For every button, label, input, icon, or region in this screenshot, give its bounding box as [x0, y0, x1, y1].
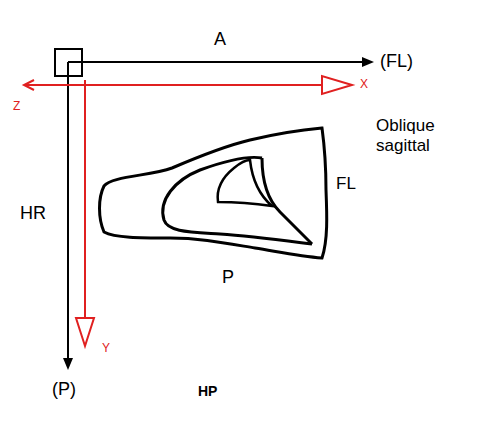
arrow-head	[76, 318, 94, 346]
text-label: Oblique sagittal	[376, 116, 466, 155]
inner-contour	[262, 158, 312, 244]
organ-outline	[100, 128, 327, 258]
arrow-head	[362, 57, 374, 67]
text-label: P	[222, 267, 234, 288]
axis-line	[67, 62, 69, 360]
text-label: FL	[336, 174, 356, 194]
inner-contour	[163, 157, 312, 244]
text-label: (P)	[52, 379, 76, 400]
arrow-head	[322, 76, 352, 94]
axis-label: Y	[102, 342, 110, 356]
arrow-head	[63, 358, 73, 370]
axis-line	[68, 61, 364, 63]
axis-line	[84, 80, 86, 318]
axis-line	[26, 84, 322, 86]
axis-label: Z	[13, 100, 20, 114]
text-label: (FL)	[380, 51, 413, 72]
inner-contour	[218, 160, 272, 206]
text-label: HP	[198, 383, 217, 399]
arrow-head	[24, 80, 34, 90]
text-label: HR	[20, 203, 46, 224]
axis-label: X	[360, 78, 368, 92]
text-label: A	[214, 29, 226, 50]
